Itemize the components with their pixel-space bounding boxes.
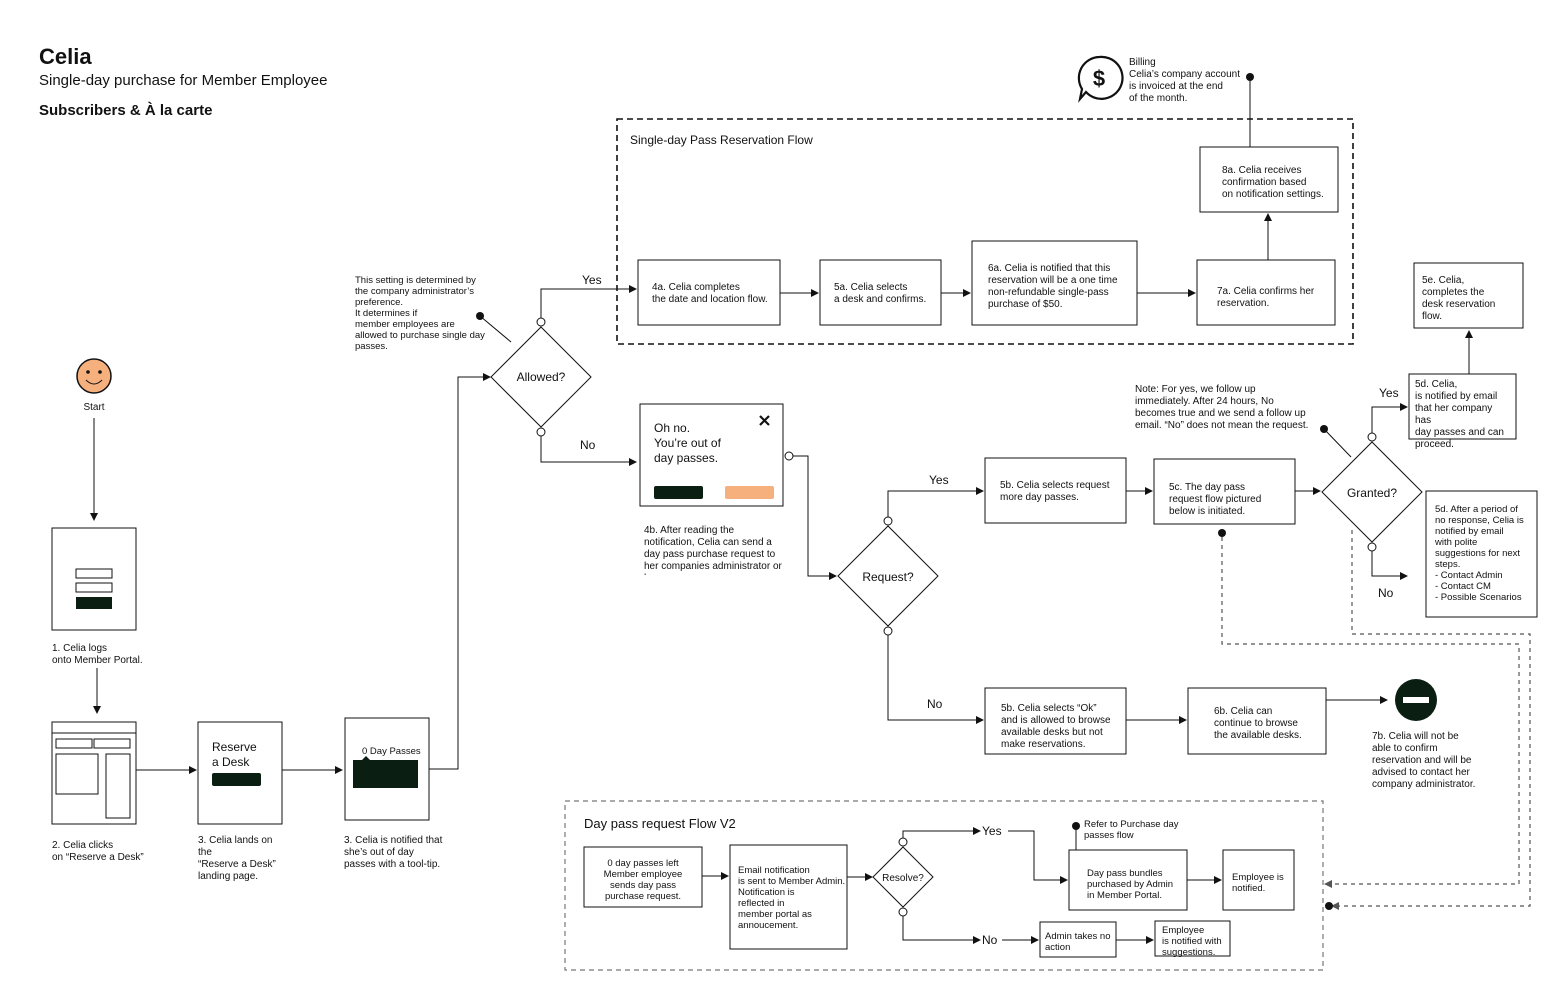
resolve-yes-label: Yes [982,824,1002,838]
svg-text:Granted?: Granted? [1347,486,1397,500]
screen-login [51,527,137,631]
request-no-label: No [927,697,943,711]
persona-name: Celia [39,44,92,69]
decision-granted: Granted? [1321,441,1423,543]
v2-flow-title: Day pass request Flow V2 [584,816,736,831]
granted-yes-label: Yes [1379,386,1399,400]
no-entry-icon [1395,679,1437,721]
allowed-no-label: No [580,438,596,452]
granted-no-label: No [1378,586,1394,600]
modal-primary-button [654,486,703,499]
resolve-no-label: No [982,933,998,947]
single-day-flow-title: Single-day Pass Reservation Flow [630,133,813,147]
decision-allowed: Allowed? [490,326,592,428]
svg-text:Resolve?: Resolve? [882,873,924,884]
start-label: Start [83,402,104,413]
svg-text:Request?: Request? [862,570,914,584]
svg-text:0 Day Passes: 0 Day Passes [362,746,421,757]
step-5b-ok-box: 5b. Celia selects “Ok”and is allowed to … [984,687,1127,755]
allowed-yes-label: Yes [582,273,602,287]
dollar-speech-icon: $ [1077,55,1124,103]
flow-subtitle: Single-day purchase for Member Employee [39,72,328,89]
request-yes-label: Yes [929,473,949,487]
decision-resolve: Resolve? [872,846,934,908]
segment-label: Subscribers & À la carte [39,102,213,119]
v2-flow-container [564,800,1324,971]
screen-member-portal [51,721,137,825]
start-face-icon [76,358,112,394]
svg-text:6a. Celia is notified that thi: 6a. Celia is notified that thisreservati… [988,263,1118,310]
decision-request: Request? [837,525,939,627]
modal-secondary-button [725,486,774,499]
screen-out-of-passes-tooltip: 0 Day Passes [344,717,430,821]
close-icon [759,415,770,426]
svg-text:5b. Celia selects “Ok”and is a: 5b. Celia selects “Ok”and is allowed to … [1001,703,1111,750]
svg-text:Allowed?: Allowed? [517,370,566,384]
svg-text:$: $ [1093,66,1105,91]
